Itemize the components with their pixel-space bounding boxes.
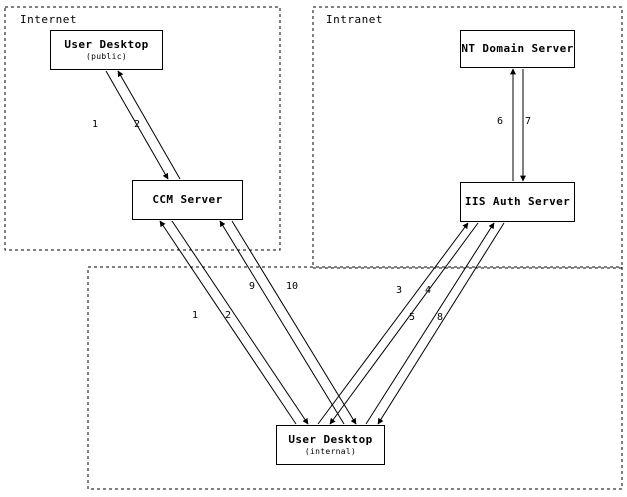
- zone-outline-internet: [4, 6, 281, 251]
- zone-outline-intranet: [312, 6, 623, 269]
- node-user-desktop-public[interactable]: User Desktop (public): [50, 30, 163, 70]
- node-nt-domain-server[interactable]: NT Domain Server: [460, 30, 575, 68]
- connector-1-internal-desktop-to-ccm: [159, 220, 297, 425]
- node-title: NT Domain Server: [461, 41, 574, 55]
- node-subtitle: (public): [86, 51, 127, 61]
- node-title: IIS Auth Server: [464, 194, 571, 208]
- zone-label-internet: Internet: [20, 13, 77, 26]
- node-title: CCM Server: [152, 192, 223, 206]
- flow-label-2-internal: 2: [225, 310, 232, 321]
- connector-4-iis-to-internal-desktop: [329, 222, 479, 425]
- zone-outline-internal-lan: [87, 266, 623, 490]
- node-title: User Desktop: [64, 37, 149, 51]
- flow-label-8: 8: [437, 312, 444, 323]
- flow-label-5: 5: [409, 312, 416, 323]
- connector-1-public-desktop-to-ccm: [105, 70, 169, 180]
- connector-2-ccm-to-public-desktop: [117, 70, 181, 180]
- connector-10-ccm-to-internal-desktop: [231, 220, 357, 425]
- flow-label-1-internal: 1: [192, 310, 199, 321]
- zone-label-intranet: Intranet: [326, 13, 383, 26]
- flow-label-4: 4: [425, 285, 432, 296]
- connector-2-ccm-to-internal-desktop: [171, 220, 309, 425]
- node-title: User Desktop: [288, 432, 373, 446]
- node-ccm-server[interactable]: CCM Server: [132, 180, 243, 220]
- node-iis-auth-server[interactable]: IIS Auth Server: [460, 182, 575, 222]
- node-user-desktop-internal[interactable]: User Desktop (internal): [276, 425, 385, 465]
- flow-label-1-public: 1: [92, 119, 99, 130]
- flow-label-6: 6: [497, 116, 504, 127]
- flow-label-3: 3: [396, 285, 403, 296]
- flow-label-9: 9: [249, 281, 256, 292]
- node-subtitle: (internal): [304, 446, 357, 456]
- connector-5-internal-desktop-to-iis: [365, 222, 495, 425]
- flow-label-10: 10: [286, 281, 299, 292]
- flow-label-7: 7: [525, 116, 532, 127]
- flow-label-2-public: 2: [134, 119, 141, 130]
- connector-3-internal-desktop-to-iis: [317, 222, 469, 425]
- connector-9-internal-desktop-to-ccm: [219, 220, 345, 425]
- connector-8-iis-to-internal-desktop: [377, 222, 505, 425]
